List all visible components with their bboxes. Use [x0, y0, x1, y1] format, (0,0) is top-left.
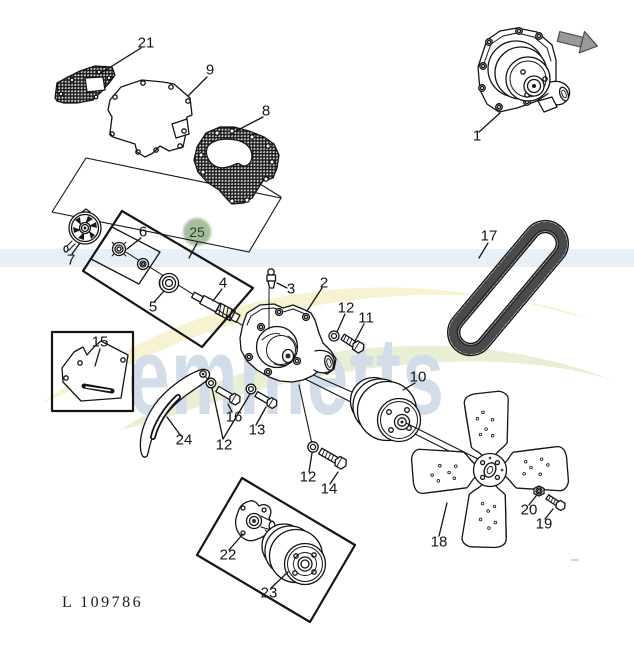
- leader-12-shared: [211, 387, 251, 440]
- part-18-fan: [410, 389, 570, 550]
- part-12-washer-a: [328, 313, 346, 342]
- part-14-bolt: [318, 447, 347, 485]
- paper-speck: [571, 559, 579, 561]
- part-13-bolt-washer: [245, 383, 278, 426]
- seal-kit-inner-box: [90, 226, 161, 285]
- part-2-pump-housing: [239, 287, 337, 383]
- leader-25: [188, 242, 198, 259]
- part-8-gasket: [193, 116, 280, 205]
- part-5-bushing: [153, 272, 180, 303]
- part-12-washer-c: [307, 441, 319, 473]
- part-3-fitting: [266, 268, 288, 330]
- part-4-shaft: [190, 288, 241, 323]
- part-6-seals: [111, 237, 150, 271]
- watermark-swoosh: [40, 287, 590, 405]
- part-20-nut: [528, 485, 545, 506]
- part-24-adjusting-arm: [139, 368, 211, 458]
- part-19-bolt: [544, 494, 566, 520]
- part-17-fan-belt: [447, 219, 569, 357]
- part-1-water-pump-assembly: [477, 27, 571, 133]
- part-10-pulley: [349, 376, 422, 443]
- part-7-impeller: [63, 208, 102, 255]
- part-16-bolt-washer: [205, 377, 241, 413]
- part-22-23-box: [195, 476, 357, 624]
- part-23-pulley: [261, 523, 327, 586]
- part-9-gasket: [107, 76, 208, 158]
- pulley-fan-leader: [405, 422, 479, 460]
- figure-code: L 109786: [62, 594, 144, 611]
- highlighted-part-number: 25: [189, 224, 205, 240]
- forward-arrow-icon[interactable]: [556, 26, 600, 57]
- part-15-bracket-box: [50, 330, 135, 413]
- part-21-gasket: [54, 47, 142, 104]
- part-11-bolt: [340, 323, 365, 354]
